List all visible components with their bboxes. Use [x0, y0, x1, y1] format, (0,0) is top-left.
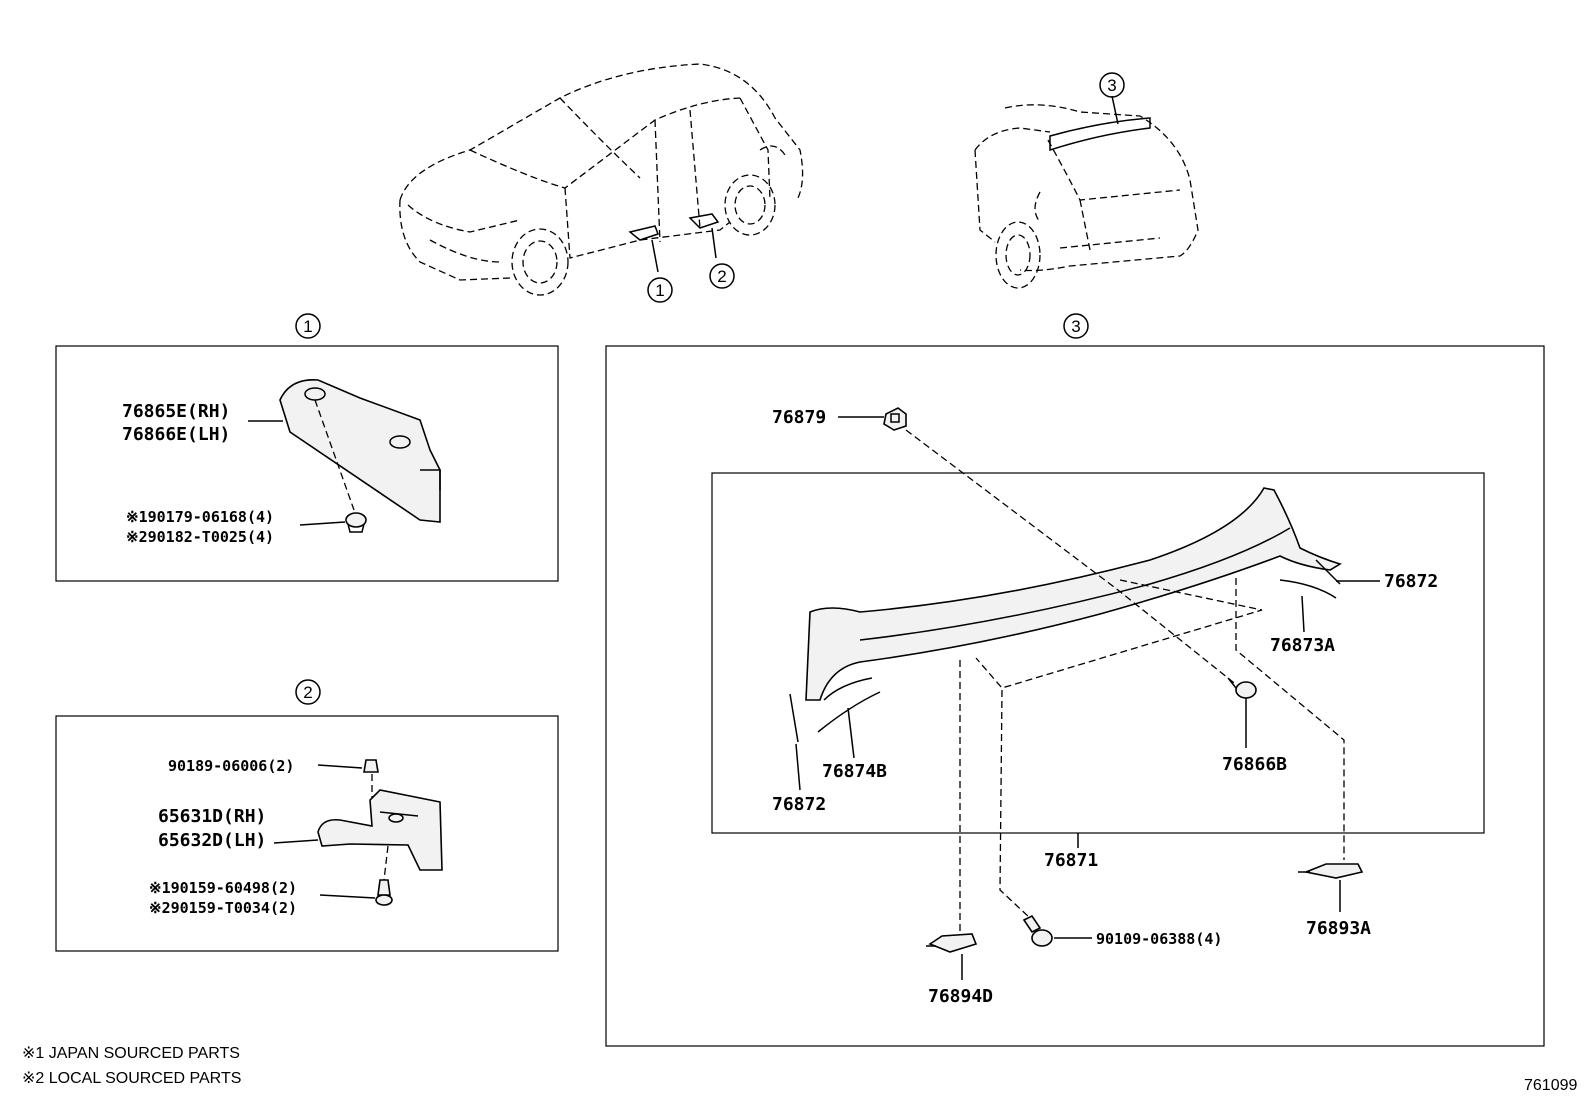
label-76866b: 76866B [1222, 754, 1287, 775]
screw-190159 [375, 879, 393, 906]
car-front-illustration [399, 63, 804, 296]
group-2-box [55, 715, 559, 952]
note-local-sourced: ※2 LOCAL SOURCED PARTS [22, 1070, 241, 1087]
part-76871-spoiler [805, 487, 1342, 701]
label-76873a: 76873A [1270, 635, 1335, 656]
seal-76872-right-strip [1315, 559, 1341, 585]
label-76894d: 76894D [928, 986, 993, 1007]
svg-text:2: 2 [717, 267, 726, 286]
note-japan-sourced: ※1 JAPAN SOURCED PARTS [22, 1045, 240, 1062]
grommet-190179 [345, 512, 367, 533]
label-290182: ※290182-T0025(4) [126, 528, 274, 546]
pad-76894d [926, 933, 978, 953]
label-76893a: 76893A [1306, 918, 1371, 939]
section-3-callout: 3 [1063, 313, 1089, 339]
label-76874b: 76874B [822, 761, 887, 782]
label-90109: 90109-06388(4) [1096, 930, 1222, 948]
svg-text:1: 1 [655, 281, 664, 300]
svg-text:2: 2 [303, 683, 312, 702]
callout-3-car: 3 [1099, 72, 1125, 98]
spoiler-subassembly-box [711, 472, 1485, 834]
pad-76893a [1298, 863, 1364, 879]
seal-76872-left-strip [789, 693, 799, 743]
label-76872-left: 76872 [772, 794, 826, 815]
screw-90109 [1022, 914, 1053, 947]
svg-text:3: 3 [1071, 317, 1080, 336]
nut-90189 [363, 759, 379, 773]
seal-76874b-strip [817, 691, 881, 733]
label-65631d: 65631D(RH) [158, 806, 266, 827]
svg-text:3: 3 [1107, 76, 1116, 95]
label-65632d: 65632D(LH) [158, 830, 266, 851]
part-76865e-bracket [279, 379, 441, 523]
callout-2-car: 2 [709, 263, 735, 289]
label-190179: ※190179-06168(4) [126, 508, 274, 526]
group-3-box [605, 345, 1545, 1047]
part-65631d-bracket [317, 789, 443, 871]
clip-76879 [883, 407, 907, 431]
label-76872-right: 76872 [1384, 571, 1438, 592]
label-76866e: 76866E(LH) [122, 424, 230, 445]
car-rear-illustration [974, 95, 1199, 289]
section-2-callout: 2 [295, 679, 321, 705]
label-76865e: 76865E(RH) [122, 401, 230, 422]
label-90189: 90189-06006(2) [168, 757, 294, 775]
section-1-callout: 1 [295, 313, 321, 339]
label-76871: 76871 [1044, 850, 1098, 871]
diagram-id: 761099 [1524, 1077, 1577, 1094]
seal-76874b-shape [823, 677, 873, 701]
label-290159: ※290159-T0034(2) [149, 899, 297, 917]
callout-1-car: 1 [647, 277, 673, 303]
label-190159: ※190159-60498(2) [149, 879, 297, 897]
label-76879: 76879 [772, 407, 826, 428]
svg-text:1: 1 [303, 317, 312, 336]
seal-76873a-strip [1279, 579, 1337, 599]
group-1-box [55, 345, 559, 582]
